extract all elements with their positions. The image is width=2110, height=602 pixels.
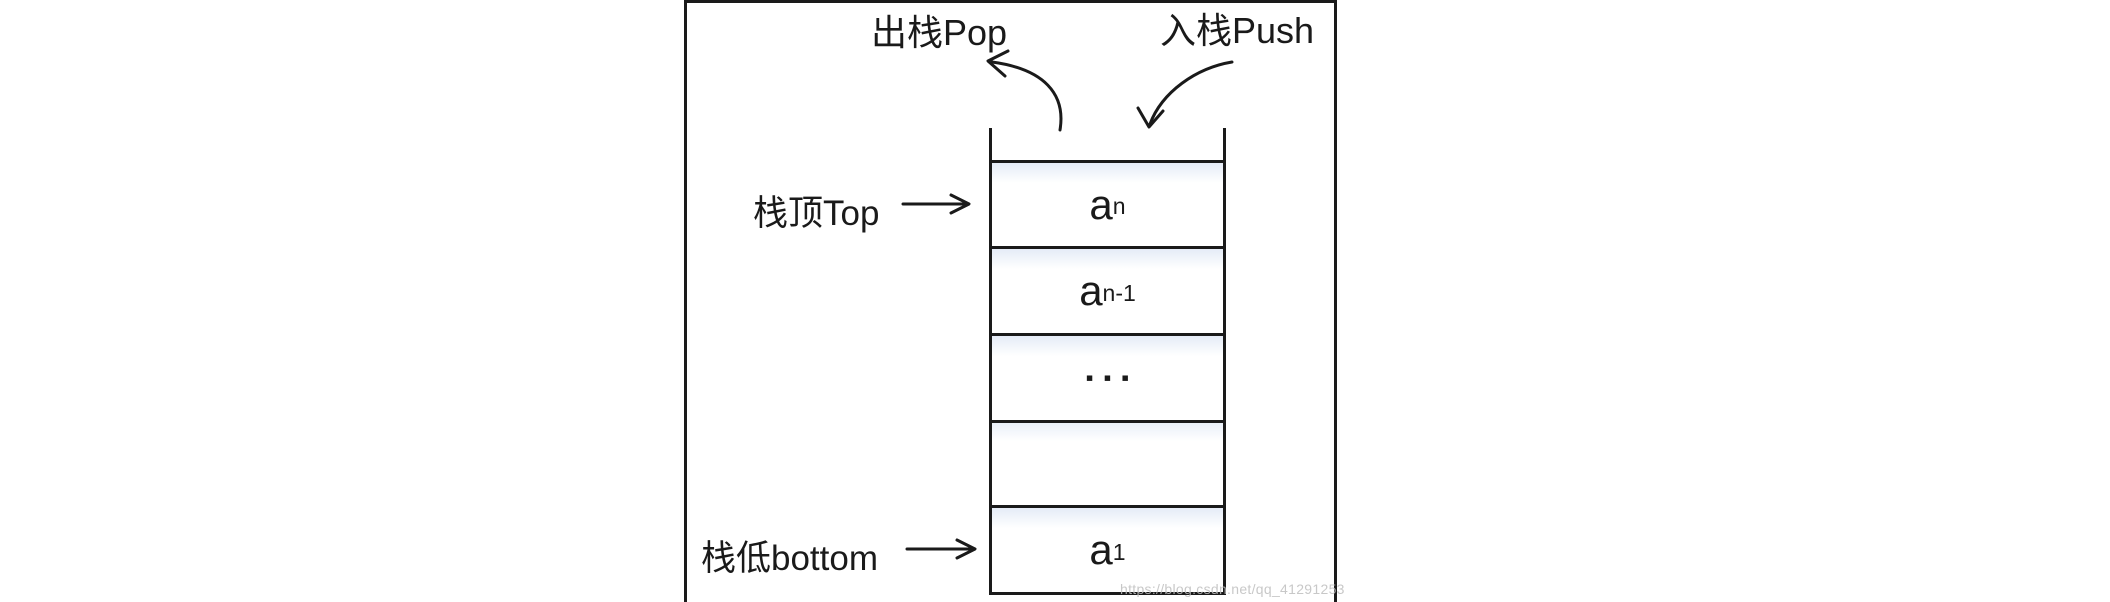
watermark-url: https://blog.csdn.net/qq_41291253 <box>1120 581 1345 597</box>
cell-value: a <box>1079 267 1103 314</box>
cell-subscript: n <box>1112 193 1126 219</box>
stack-cell-empty <box>992 420 1223 505</box>
cell-subscript: n-1 <box>1102 279 1136 306</box>
cell-subscript: 1 <box>1112 538 1126 565</box>
cell-value: a <box>1089 526 1113 573</box>
pop-label: 出栈Pop <box>871 12 1008 53</box>
stack-bottom-label: 栈低bottom <box>701 539 878 578</box>
cell-value: a <box>1089 180 1113 228</box>
content-frame-border <box>684 0 1337 602</box>
ellipsis-dots-icon: ▪▪▪ <box>1085 365 1140 390</box>
stack-opening <box>992 128 1223 160</box>
stack-top-label: 栈顶Top <box>753 194 880 233</box>
push-label: 入栈Push <box>1160 10 1315 51</box>
stack-cell-ellipsis: ▪▪▪ <box>992 333 1223 420</box>
